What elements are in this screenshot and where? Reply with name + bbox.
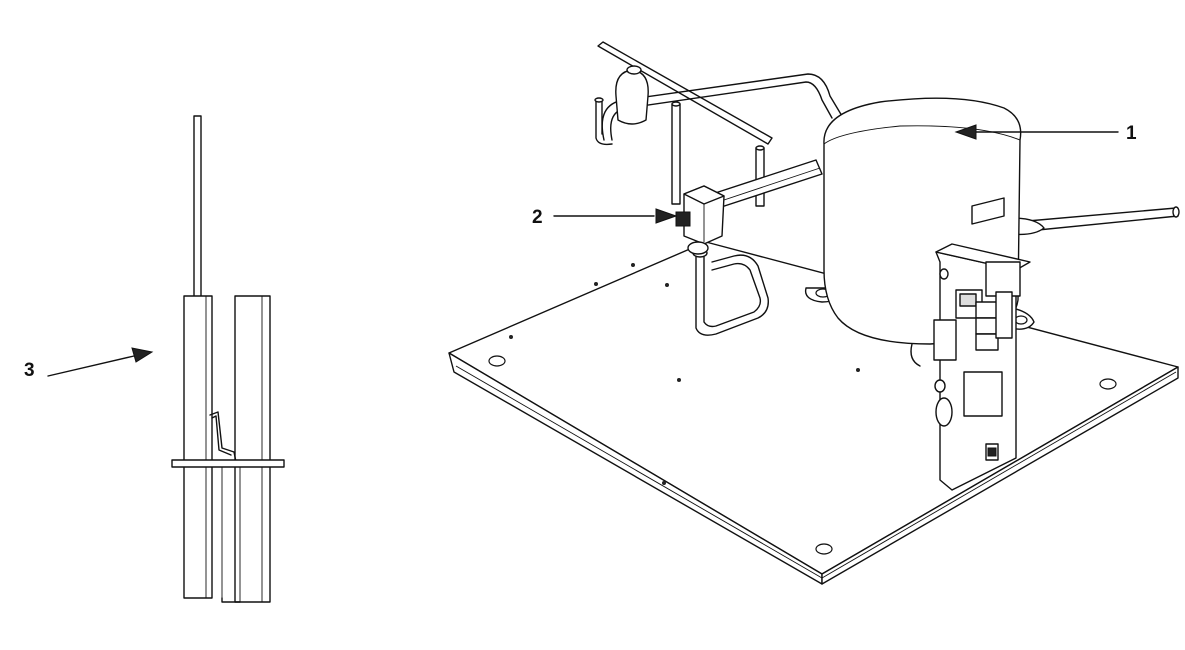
- callout-3: 3: [24, 347, 154, 381]
- callout-3-label: 3: [24, 360, 35, 381]
- callout-1: 1: [954, 123, 1137, 144]
- refrigerant-lines: [594, 41, 1180, 336]
- callout-2-label: 2: [532, 207, 543, 228]
- condensing-unit-drawing: [448, 41, 1180, 585]
- tube-detail-drawing: [171, 115, 285, 603]
- compressor: [823, 97, 1031, 491]
- callout-1-label: 1: [1126, 123, 1137, 144]
- solenoid-valve: [675, 185, 725, 255]
- callout-2: 2: [532, 207, 678, 228]
